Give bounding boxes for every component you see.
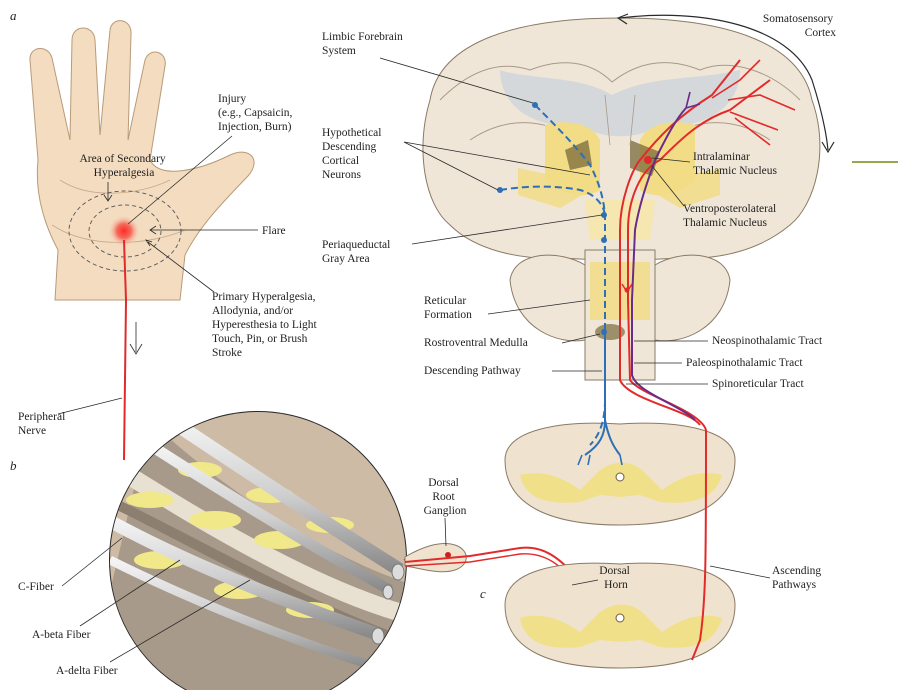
paleospinothalamic-label: Paleospinothalamic Tract: [686, 357, 803, 369]
reticular-label: Reticular Formation: [424, 295, 472, 321]
brain-coronal-section: [422, 17, 821, 381]
secondary-hyperalgesia-label: Area of Secondary Hyperalgesia: [79, 153, 168, 179]
injury-label: Injury (e.g., Capsaicin, Injection, Burn…: [218, 93, 295, 133]
arrow-head-icon: [821, 141, 835, 154]
arrow-head-icon: [616, 13, 629, 25]
peripheral-nerve-label: Peripheral Nerve: [18, 411, 68, 437]
spinal-cord-upper: [504, 422, 736, 526]
c-fiber-label: C-Fiber: [18, 581, 54, 593]
intralaminar-label: Intralaminar Thalamic Nucleus: [693, 151, 778, 177]
somatosensory-arrow: [619, 14, 829, 151]
secondary-hyperalgesia-zone: [68, 190, 182, 272]
down-arrow-icon: [129, 322, 143, 355]
a-beta-fiber-label: A-beta Fiber: [32, 629, 91, 641]
ventroposterolateral-label: Ventroposterolateral Thalamic Nucleus: [683, 203, 779, 229]
panel-label-b: b: [10, 458, 17, 473]
descending-pathway-label: Descending Pathway: [424, 365, 521, 377]
rostroventral-label: Rostroventral Medulla: [424, 337, 528, 349]
panel-label-a: a: [10, 8, 17, 23]
spinoreticular-label: Spinoreticular Tract: [712, 378, 804, 390]
limbic-label: Limbic Forebrain System: [322, 31, 406, 57]
neospinothalamic-label: Neospinothalamic Tract: [712, 335, 823, 347]
peripheral-nerve-line: [123, 239, 128, 461]
somatosensory-label: Somatosensory Cortex: [763, 13, 836, 39]
primary-hyperalgesia-label: Primary Hyperalgesia, Allodynia, and/or …: [212, 291, 320, 359]
ascending-pathways-label: Ascending Pathways: [772, 565, 824, 591]
panel-label-c: c: [480, 586, 486, 601]
spinal-cord-lower: [504, 562, 736, 669]
drg-label: Dorsal Root Ganglion: [424, 477, 467, 517]
ascending-pathways: [619, 59, 796, 661]
descending-pathway: [497, 102, 623, 466]
flare-label: Flare: [262, 225, 286, 237]
injury-site: [108, 215, 140, 247]
flare-zone: [88, 204, 162, 258]
a-delta-fiber-label: A-delta Fiber: [56, 665, 118, 677]
nerve-cross-section: [109, 411, 407, 690]
hypothetical-label: Hypothetical Descending Cortical Neurons: [322, 127, 384, 181]
periaqueductal-label: Periaqueductal Gray Area: [322, 239, 393, 265]
dorsal-horn-label: Dorsal Horn: [599, 565, 633, 591]
